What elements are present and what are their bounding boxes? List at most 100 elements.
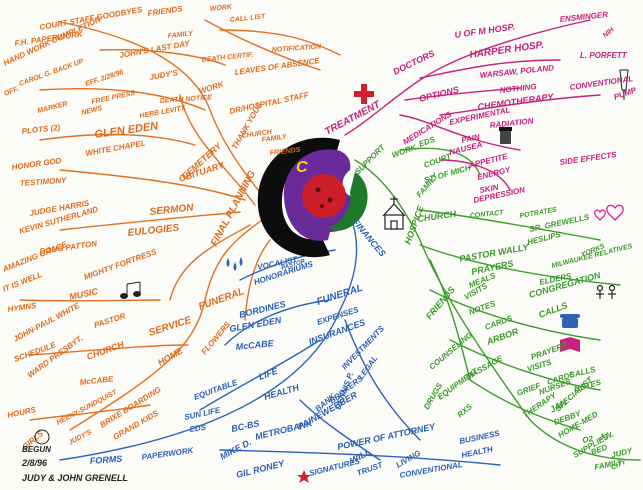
final-planning-item: CALL LIST bbox=[229, 13, 266, 24]
treatment-item: DOCTORS bbox=[391, 48, 436, 77]
support-item: COUNSELING bbox=[428, 330, 475, 371]
support-item: RXS bbox=[456, 402, 475, 420]
finances-item: GIL RONEY bbox=[235, 458, 286, 480]
support-item: FAMILY bbox=[594, 457, 625, 472]
credit-date: 2/8/96 bbox=[21, 458, 48, 468]
hearts-icon bbox=[594, 204, 624, 221]
support-item: GRIEF bbox=[516, 381, 543, 398]
credit-block: BEGUN 2/8/96 JUDY & JOHN GRENELL bbox=[21, 429, 128, 483]
final-planning-item: IT IS WELL bbox=[1, 270, 43, 294]
final-planning-item: PASTOR bbox=[93, 311, 127, 330]
support-item: JUDY bbox=[610, 446, 634, 460]
branch-lines bbox=[19, 19, 641, 466]
final-planning-item: CHURCH bbox=[85, 339, 126, 362]
center-label: C bbox=[296, 159, 308, 176]
final-planning-item: HERB LEVITT bbox=[139, 105, 186, 120]
final-planning-item: DR/HOSPITAL STAFF bbox=[229, 90, 311, 116]
support-item: EQUIPMENT bbox=[436, 366, 481, 402]
finances-item: McCABE bbox=[235, 338, 275, 352]
credit-names: JUDY & JOHN GRENELL bbox=[22, 473, 128, 483]
finances-item: GLEN EDEN bbox=[229, 315, 283, 334]
final-planning-item: NEWS bbox=[81, 105, 103, 117]
final-planning-item: FRIENDS bbox=[269, 147, 301, 157]
treatment-item: NIH bbox=[602, 26, 616, 40]
finances-item: LIVING bbox=[395, 449, 423, 470]
support-item: NOTES bbox=[468, 299, 498, 317]
treatment-item: WARSAW, POLAND bbox=[479, 63, 554, 80]
treatment-item: PAIN bbox=[461, 132, 481, 145]
final-planning-item: CHURCH bbox=[241, 129, 273, 140]
final-planning-item: DEATH CERTIF. bbox=[201, 52, 253, 64]
final-planning-item: NOTIFICATION bbox=[272, 44, 323, 54]
teardrops-icon bbox=[226, 257, 243, 271]
final-planning-item: TESTIMONY bbox=[20, 176, 68, 188]
final-planning-item: AMAZING GRACE bbox=[0, 240, 68, 275]
final-planning-item: MARKER bbox=[37, 101, 69, 115]
phone-icon bbox=[560, 314, 580, 328]
final-planning-item: WHITE CHAPEL bbox=[85, 139, 147, 158]
final-planning-item: WORK bbox=[198, 79, 226, 96]
final-planning-item: JUDY'S bbox=[149, 68, 179, 82]
final-planning-item: FREE PRESS bbox=[91, 90, 136, 106]
final-planning-item: SERVICE bbox=[148, 315, 193, 339]
pill-bottle-icon bbox=[499, 127, 512, 144]
final-planning-item: FRIENDS bbox=[147, 4, 184, 18]
lamp-icon bbox=[619, 69, 629, 100]
finances-item: EQUITABLE bbox=[193, 378, 240, 402]
final-planning-item: HYMNS bbox=[7, 301, 38, 314]
support-item: CONTACT bbox=[469, 209, 504, 220]
star-icon bbox=[297, 470, 311, 483]
final-planning-item: OFF. bbox=[3, 86, 20, 98]
final-planning-item: HOME bbox=[156, 345, 185, 368]
music-notes-icon bbox=[120, 281, 141, 299]
treatment-item: NOTHING bbox=[499, 82, 537, 95]
people-icon bbox=[596, 284, 616, 299]
treatment-item: SIDE EFFECTS bbox=[559, 150, 618, 167]
support-item: J.N. bbox=[598, 430, 614, 442]
treatment-item: PUMP bbox=[613, 85, 638, 102]
credit-begun: BEGUN bbox=[22, 445, 51, 454]
central-emblem: C bbox=[257, 137, 368, 258]
final-planning-item: FAMILY bbox=[167, 30, 194, 40]
support-item: O2 bbox=[582, 434, 595, 445]
finances-item: EDS bbox=[189, 423, 207, 434]
finances-item: BUSINESS bbox=[459, 429, 502, 446]
final-planning-item: EULOGIES bbox=[127, 223, 180, 239]
red-cross-icon bbox=[354, 84, 374, 104]
final-planning-item: HONOR GOD bbox=[11, 156, 62, 172]
final-planning-item: CAROL G. BACK UP bbox=[18, 58, 85, 88]
finances-item: LIFE bbox=[257, 365, 280, 381]
branch-final-planning-label: FINAL PLANNING bbox=[209, 169, 258, 249]
finances-item: HEALTH bbox=[263, 382, 301, 402]
support-item: POTRATES bbox=[519, 206, 558, 219]
final-planning-item: HOURS bbox=[7, 405, 38, 420]
final-planning-item: FLOWERS bbox=[200, 319, 233, 356]
finances-item: PAPERWORK bbox=[141, 446, 195, 462]
finances-item: HEALTH bbox=[461, 444, 494, 459]
final-planning-item: FUNERAL bbox=[197, 286, 246, 313]
support-item: VISITS bbox=[526, 357, 554, 374]
final-planning-item: JUDY'S bbox=[68, 429, 94, 447]
finances-item: SIGNATURES bbox=[308, 457, 361, 478]
church-icon bbox=[382, 196, 406, 230]
finances-item: FORMS bbox=[89, 454, 122, 466]
finances-item: MIKE D. bbox=[218, 437, 253, 462]
treatment-item: SKIN bbox=[479, 183, 500, 195]
support-item: COURT bbox=[423, 151, 454, 170]
treatment-item: U OF M HOSP. bbox=[454, 22, 516, 40]
finances-item: POWER OF ATTORNEY bbox=[336, 421, 437, 452]
treatment-item: L. PORFETT bbox=[580, 51, 628, 60]
final-planning-item: MIGHTY FORTRESS bbox=[83, 247, 159, 282]
final-planning-item: WORK bbox=[209, 4, 233, 13]
final-planning-item: FAMILY bbox=[261, 133, 288, 144]
branch-treatment-label: TREATMENT bbox=[323, 99, 383, 138]
support-item: HOSPICE bbox=[402, 203, 426, 245]
final-planning-item: MUSIC bbox=[68, 286, 99, 302]
support-item: PASTOR WALLY bbox=[459, 242, 531, 264]
final-planning-item: McCABE bbox=[79, 374, 114, 387]
final-planning-item: SERMON bbox=[149, 202, 195, 218]
book-icon bbox=[560, 337, 580, 352]
finances-item: FUNERAL bbox=[316, 283, 365, 308]
